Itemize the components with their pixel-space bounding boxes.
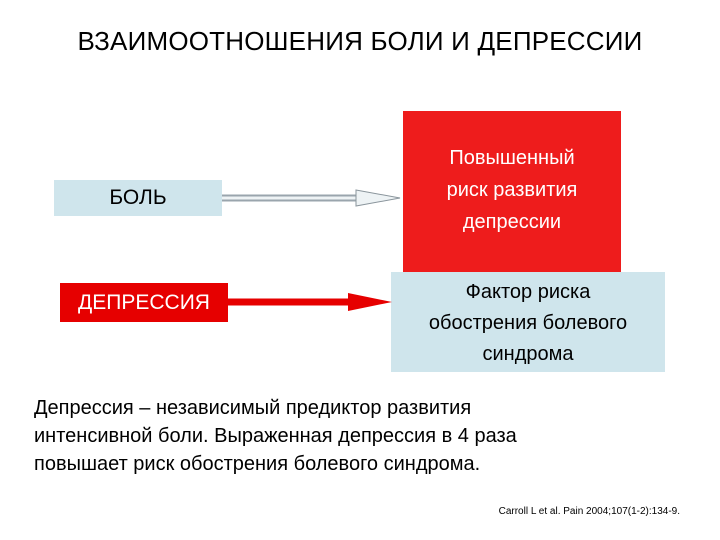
factor-line-3: синдрома [482, 342, 574, 365]
depression-risk-node: Повышенный риск развития депрессии [403, 111, 621, 273]
page-title: ВЗАИМООТНОШЕНИЯ БОЛИ И ДЕПРЕССИИ [77, 26, 643, 56]
citation: Carroll L et al. Pain 2004;107(1-2):134-… [498, 506, 680, 517]
pain-node: БОЛЬ [54, 180, 222, 216]
summary-line-3: повышает риск обострения болевого синдро… [34, 453, 481, 475]
summary-line-1: Депрессия – независимый предиктор развит… [34, 397, 472, 419]
summary-text: Депрессия – независимый предиктор развит… [34, 394, 684, 478]
pain-to-risk-arrow [222, 189, 401, 207]
pain-label: БОЛЬ [109, 186, 167, 209]
risk-line-2: риск развития [446, 179, 578, 201]
factor-line-1: Фактор риска [465, 280, 591, 303]
pain-exacerbation-factor-node: Фактор риска обострения болевого синдром… [391, 272, 665, 372]
depression-to-factor-arrow [228, 293, 392, 311]
risk-line-3: депрессии [462, 211, 562, 233]
depression-label: ДЕПРЕССИЯ [78, 290, 210, 314]
summary-line-2: интенсивной боли. Выраженная депрессия в… [34, 425, 517, 447]
factor-line-2: обострения болевого [428, 311, 628, 334]
depression-node: ДЕПРЕССИЯ [60, 283, 228, 322]
risk-line-1: Повышенный [449, 147, 575, 169]
